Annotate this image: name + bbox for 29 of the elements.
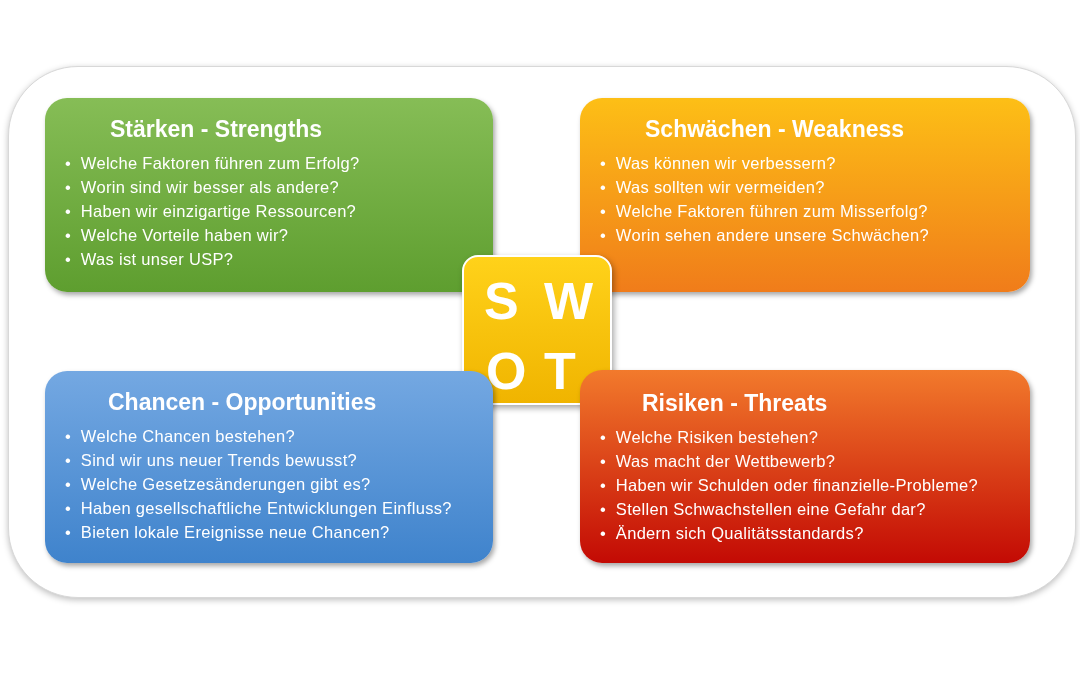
bullet-item: • Was sollten wir vermeiden? xyxy=(600,177,825,198)
bullet-item: • Bieten lokale Ereignisse neue Chancen? xyxy=(65,522,390,543)
tile-letter: T xyxy=(544,345,576,397)
bullet-item: • Haben gesellschaftliche Entwicklungen Einfluss? xyxy=(65,498,452,519)
bullet-item: • Was können wir verbessern? xyxy=(600,153,836,174)
bullet-item: • Welche Vorteile haben wir? xyxy=(65,225,289,246)
card-heading: Risiken - Threats xyxy=(642,390,828,417)
bullet-item: • Ändern sich Qualitätsstandards? xyxy=(600,523,864,544)
tile-letter: O xyxy=(486,345,527,397)
bullet-item: • Stellen Schwachstellen eine Gefahr dar? xyxy=(600,499,926,520)
bullet-item: • Sind wir uns neuer Trends bewusst? xyxy=(65,450,358,471)
bullet-item: • Was macht der Wettbewerb? xyxy=(600,451,836,472)
bullet-item: • Worin sehen andere unsere Schwächen? xyxy=(600,225,930,246)
letter-tile xyxy=(462,255,612,405)
bullet-item: • Haben wir einzigartige Ressourcen? xyxy=(65,201,357,222)
bullet-item: • Haben wir Schulden oder finanzielle-Probleme? xyxy=(600,475,978,496)
tile-letter: S xyxy=(484,275,519,327)
bullet-item: • Welche Faktoren führen zum Erfolg? xyxy=(65,153,360,174)
bullet-item: • Worin sind wir besser als andere? xyxy=(65,177,339,198)
card-heading: Schwächen - Weakness xyxy=(645,116,905,143)
bullet-item: • Was ist unser USP? xyxy=(65,249,234,270)
quadrant-card xyxy=(580,370,1030,563)
card-heading: Stärken - Strengths xyxy=(110,116,323,143)
bullet-item: • Welche Gesetzesänderungen gibt es? xyxy=(65,474,371,495)
tile-letter: W xyxy=(544,275,594,327)
bullet-item: • Welche Faktoren führen zum Misserfolg? xyxy=(600,201,928,222)
bullet-item: • Welche Chancen bestehen? xyxy=(65,426,296,447)
bullet-item: • Welche Risiken bestehen? xyxy=(600,427,819,448)
card-heading: Chancen - Opportunities xyxy=(108,389,377,416)
